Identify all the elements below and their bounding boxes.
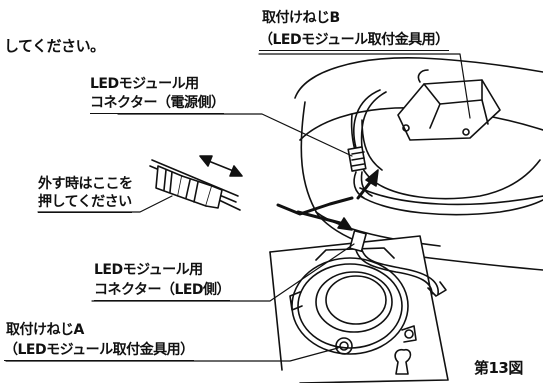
figure-number: 第13図 [474,359,523,377]
connector-led-title: LEDモジュール用 [94,262,203,278]
connector-led-subtitle: コネクター（LED側） [94,282,231,301]
connector-power-title: LEDモジュール用 [90,76,199,92]
screw-b-subtitle: （LEDモジュール取付金具用） [259,32,449,51]
connector-power-side [347,146,373,199]
leader-connector-led [91,243,355,302]
intro-text: してください。 [4,37,105,55]
disconnect-arrow [276,169,379,231]
leader-screw-a [5,347,339,362]
screw-a-subtitle: （LEDモジュール取付金具用） [4,342,194,361]
connector-power-subtitle: コネクター（電源側） [90,95,225,114]
screw-a [335,337,353,355]
connector-led-side [349,229,447,297]
double-arrow-icon [199,155,243,177]
connector-release-detail [149,159,241,211]
release-instruction-line1: 外す時はここを [38,176,133,192]
mounting-bracket-b [397,69,501,141]
power-cable [353,89,381,149]
led-module [289,247,417,355]
screw-a-title: 取付けねじA [6,322,84,338]
screw-b-title: 取付けねじB [262,10,340,26]
leader-connector-power [117,113,353,157]
release-instruction-line2: 押してください [38,194,132,213]
leader-screw-b [258,53,471,119]
